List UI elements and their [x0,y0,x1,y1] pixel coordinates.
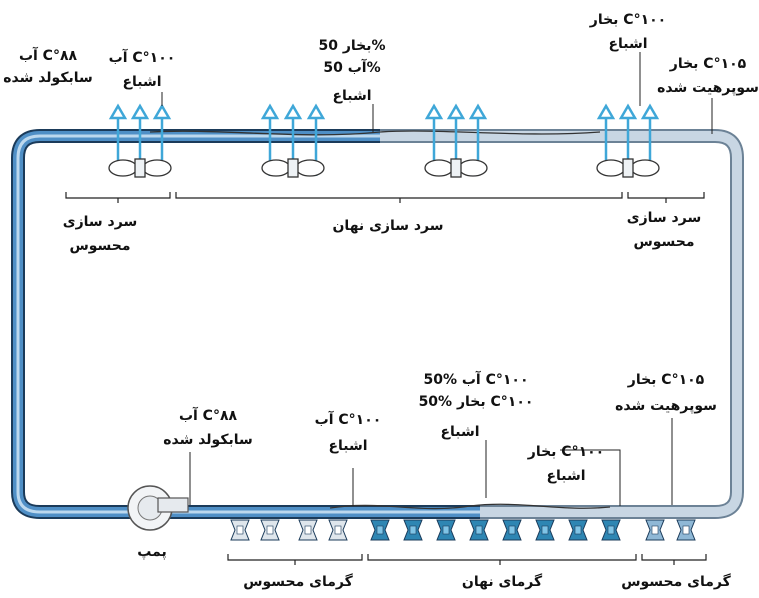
fan-icon [596,158,660,178]
heaters [230,519,696,541]
heater-icon [676,519,696,541]
heater-icon [403,519,423,541]
label-subcooled-l2: سابکولد شده [163,432,253,448]
label-cool-latent: سرد سازی نهان [332,218,443,234]
label-superheat-top-l2: سوپرهیت شده [657,80,759,96]
pipe-loop [11,129,744,519]
fan-icon [261,158,325,178]
heater-icon [535,519,555,541]
heater-icon [370,519,390,541]
label-cool-sensible-right-l2: محسوس [633,234,694,250]
label-sat-steam-l1: بخار C°۱۰۰ [527,444,604,460]
heater-icon [568,519,588,541]
heat-release-arrows [108,103,660,176]
label-mix-top-l2: آب 50% [323,58,380,76]
label-cool-sensible-left-l1: سرد سازی [63,214,137,230]
label-heat-sensible-left: گرمای محسوس [243,573,353,590]
label-sat-steam-top-l2: اشباع [608,36,647,52]
label-heat-latent: گرمای نهان [462,573,543,590]
leader-lines [161,52,713,506]
label-subcooled-l1: آب C°۸۸ [179,406,238,424]
bottom-labels: آب C°۸۸ سابکولد شده آب C°۱۰۰ اشباع 50% آ… [137,370,717,560]
label-sat-water-left-l2: اشباع [122,74,161,90]
label-mix-top-l3: اشباع [332,88,371,104]
fan-icon [424,158,488,178]
label-mix-l1: 50% آب C°۱۰۰ [423,370,528,388]
heater-icon [230,519,250,541]
label-sat-water-l2: اشباع [328,438,367,454]
heater-icon [328,519,348,541]
cooling-labels: سرد سازی محسوس سرد سازی نهان سرد سازی مح… [63,210,701,254]
label-sat-steam-top-l1: بخار C°۱۰۰ [589,12,666,28]
label-mix-l3: اشباع [440,424,479,440]
label-superheat-l2: سوپرهیت شده [615,398,717,414]
cooling-fans [108,158,660,178]
heater-icon [469,519,489,541]
heater-icon [298,519,318,541]
label-mix-top-l1: بخار 50% [318,38,385,54]
pump [127,485,189,531]
label-heat-sensible-right: گرمای محسوس [621,573,731,590]
top-labels: آب C°۸۸ سابکولد شده آب C°۱۰۰ اشباع بخار … [3,12,759,104]
fan-icon [108,158,172,178]
heater-icon [502,519,522,541]
label-cool-sensible-left-l2: محسوس [69,238,130,254]
label-mix-l2: 50% بخار C°۱۰۰ [419,394,534,410]
label-sat-water-left-l1: آب C°۱۰۰ [109,48,176,66]
label-pump: پمپ [137,544,166,560]
heater-icon [436,519,456,541]
pipe-water-section [11,129,390,519]
label-superheat-l1: بخار C°۱۰۵ [627,372,705,388]
label-cool-sensible-right-l1: سرد سازی [627,210,701,226]
heater-icon [645,519,665,541]
label-superheat-top-l1: بخار C°۱۰۵ [669,56,747,72]
heater-icon [260,519,280,541]
label-subcooled-left-l2: سابکولد شده [3,70,93,86]
arrow-group-3 [424,103,488,176]
label-sat-water-l1: آب C°۱۰۰ [315,410,382,428]
arrow-group-2 [260,103,326,176]
heater-icon [601,519,621,541]
label-sat-steam-l2: اشباع [546,468,585,484]
heating-labels: گرمای محسوس گرمای نهان گرمای محسوس [243,573,731,590]
label-subcooled-left-l1: آب C°۸۸ [19,46,78,64]
braces [65,192,707,565]
